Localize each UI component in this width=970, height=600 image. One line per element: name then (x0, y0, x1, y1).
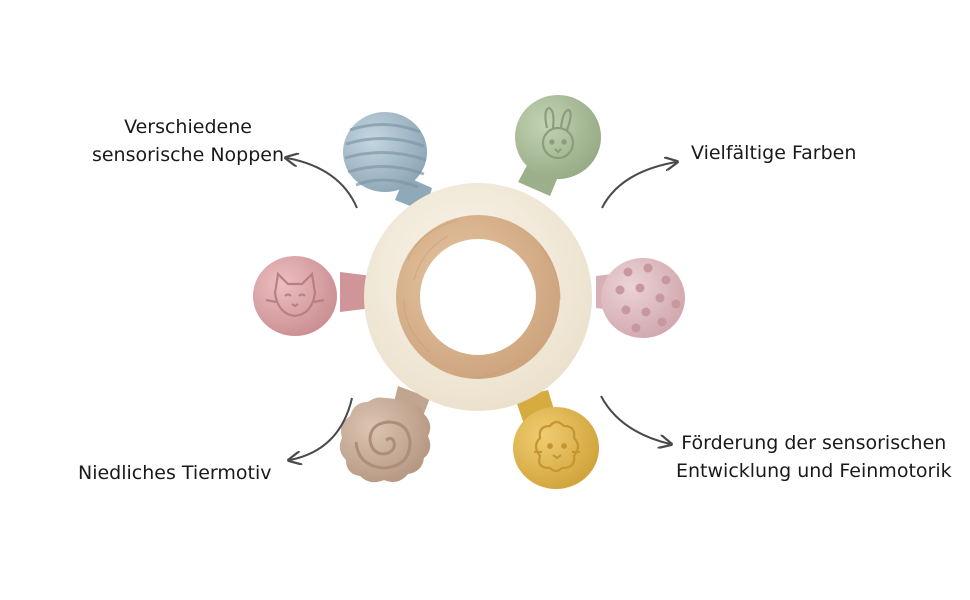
lion-face-icon (534, 420, 580, 473)
label-sensory-nubs-line2: sensorische Noppen (91, 144, 285, 166)
arrow-top-right (601, 162, 676, 209)
pink-bumpy-knob (596, 258, 685, 338)
arrow-bottom-right (600, 395, 670, 444)
rabbit-face-icon (541, 106, 575, 160)
cat-face-icon (265, 271, 325, 318)
label-development: Förderung der sensorischen Entwicklung u… (676, 429, 952, 485)
label-animal-motif-line1: Niedliches Tiermotiv (78, 462, 272, 484)
blue-ridged-knob (343, 112, 432, 212)
beige-spiral-knob (339, 386, 431, 483)
label-animal-motif: Niedliches Tiermotiv (78, 459, 272, 487)
label-development-line2: Entwicklung und Feinmotorik (676, 460, 952, 482)
mustard-lion-knob (513, 390, 599, 489)
arrow-icon (287, 158, 676, 460)
teether-ring (364, 183, 592, 411)
pink-cat-knob (253, 256, 372, 336)
arrow-bottom-left (290, 397, 353, 460)
green-rabbit-knob (515, 95, 601, 196)
label-sensory-nubs: Verschiedene sensorische Noppen (78, 113, 298, 169)
arrow-top-left (287, 158, 358, 209)
label-colors: Vielfältige Farben (691, 139, 856, 167)
label-colors-line1: Vielfältige Farben (691, 142, 857, 164)
label-sensory-nubs-line1: Verschiedene (124, 116, 252, 138)
spiral-icon (354, 420, 412, 470)
label-development-line1: Förderung der sensorischen (681, 432, 947, 454)
